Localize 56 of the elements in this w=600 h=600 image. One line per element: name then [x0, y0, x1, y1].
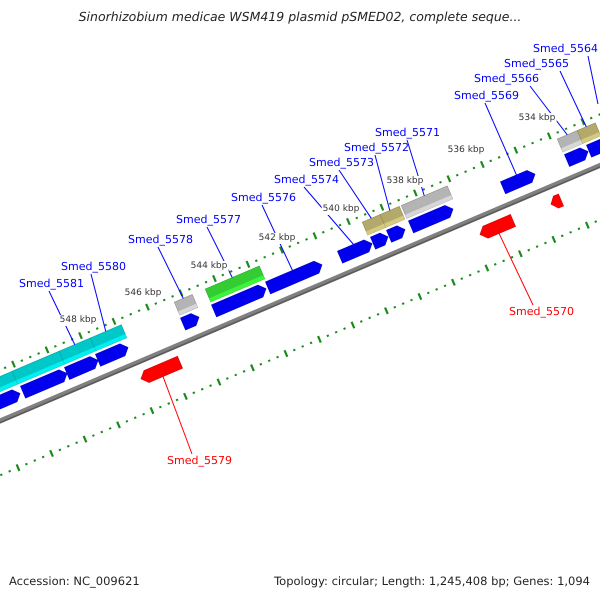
scale-label: 544 kbp	[190, 261, 228, 272]
gene-label: Smed_5570	[509, 305, 574, 319]
gene-label: Smed_5564	[533, 42, 598, 56]
gene-label: Smed_5578	[128, 233, 193, 247]
gene-feature	[180, 313, 200, 330]
gene-feature	[211, 284, 266, 318]
leader-line	[162, 376, 192, 454]
gene-feature	[386, 226, 406, 243]
leader-line	[90, 274, 106, 332]
gene-feature	[337, 240, 372, 264]
scale-label: 538 kbp	[386, 176, 424, 187]
gene-feature	[370, 232, 388, 250]
gene-label: Smed_5580	[61, 260, 126, 274]
gene-feature	[576, 122, 600, 144]
leader-line	[158, 246, 184, 299]
gene-label: Smed_5576	[231, 191, 296, 205]
gene-label: Smed_5574	[274, 173, 339, 187]
gene-feature	[95, 344, 128, 367]
gene-label: Smed_5573	[309, 156, 374, 170]
leader-line	[338, 170, 372, 219]
gene-label: Smed_5577	[176, 213, 241, 227]
gene-feature	[265, 260, 322, 294]
gene-feature	[20, 369, 68, 399]
gene-label: Smed_5579	[167, 454, 232, 468]
gene-feature	[174, 294, 198, 316]
gene-label: Smed_5571	[375, 126, 440, 140]
scale-label: 536 kbp	[446, 145, 486, 156]
scale-label: 546 kbp	[124, 288, 162, 299]
gene-feature	[564, 148, 588, 167]
gene-feature	[140, 356, 183, 383]
gene-label: Smed_5569	[454, 89, 519, 103]
leader-line	[304, 186, 354, 245]
gene-feature	[500, 170, 536, 194]
gene-feature	[550, 194, 564, 208]
summary-text: Topology: circular; Length: 1,245,408 bp; Genes: 1,094	[274, 574, 590, 588]
gene-feature	[0, 390, 20, 412]
scale-label: 548 kbp	[58, 315, 98, 326]
accession-text: Accession: NC_009621	[9, 574, 140, 588]
gene-feature	[408, 205, 454, 234]
gene-feature	[586, 137, 600, 158]
gene-label: Smed_5581	[19, 277, 84, 291]
map-title: Sinorhizobium medicae WSM419 plasmid pSMED02, complete seque...	[78, 10, 522, 24]
gene-feature	[64, 356, 98, 380]
gene-feature	[380, 206, 406, 228]
gene-feature	[480, 214, 516, 238]
leader-line	[484, 102, 517, 176]
leader-line	[560, 70, 587, 128]
gene-label: Smed_5566	[474, 72, 539, 86]
scale-label: 540 kbp	[322, 204, 360, 215]
gene-label: Smed_5572	[344, 141, 409, 155]
leader-line	[588, 56, 598, 104]
scale-label: 534 kbp	[518, 113, 556, 124]
scale-label: 542 kbp	[258, 233, 296, 244]
leader-line	[374, 154, 390, 211]
leader-line	[498, 232, 534, 306]
gene-label: Smed_5565	[504, 57, 569, 71]
